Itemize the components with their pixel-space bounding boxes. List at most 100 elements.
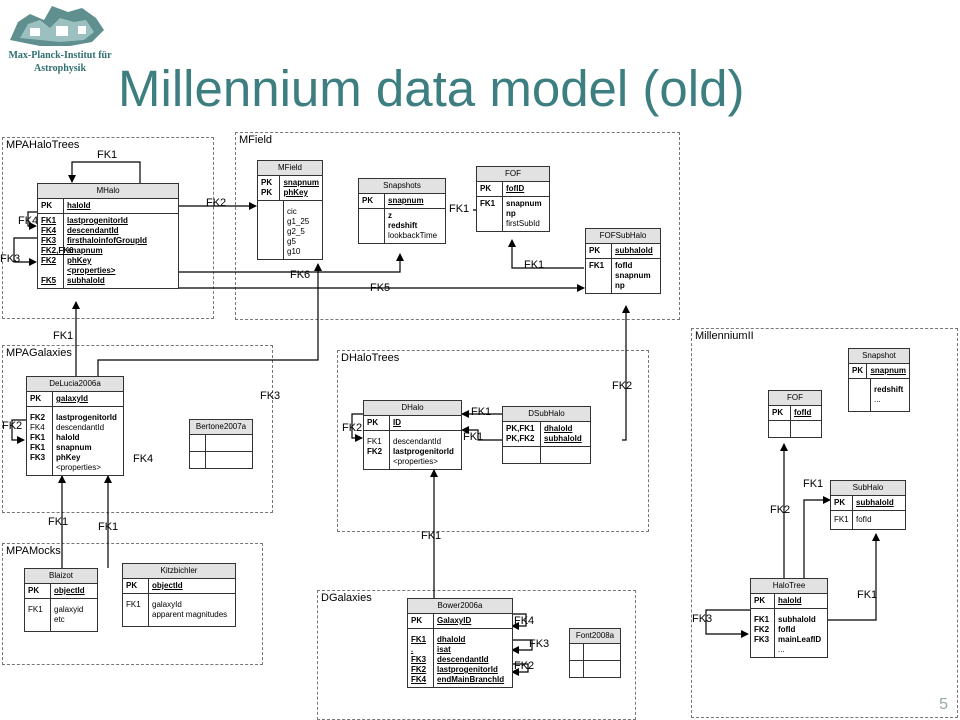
field: g1_25 (287, 217, 310, 226)
key: PK (411, 616, 423, 625)
key: PK (30, 394, 42, 403)
edge-label: FK1 (98, 521, 119, 533)
table-subhalo-mii: SubHalo PK subhaloId FK1 fofId (830, 480, 906, 530)
key: PK,FK1 (506, 424, 535, 433)
key: PK (261, 178, 273, 187)
table-bertone2007a: Bertone2007a (189, 419, 253, 469)
key: PK (852, 366, 864, 375)
field: snapnum (388, 196, 424, 205)
table-title: FOF (477, 167, 549, 182)
field: phKey (56, 453, 81, 462)
field: etc (54, 615, 65, 624)
field: GalaxyID (437, 616, 472, 625)
field: fofId (778, 625, 796, 634)
field: galaxyid (54, 605, 84, 614)
field: <properties> (67, 266, 116, 275)
key: PK (367, 418, 379, 427)
group-mfield: MField (235, 132, 680, 320)
field: galaxyId (152, 600, 182, 609)
key: FK1 (28, 605, 43, 614)
edge-label: FK2 (2, 420, 23, 432)
edge-label: FK2 (206, 197, 227, 209)
field: g2_5 (287, 227, 305, 236)
field: mainLeafID (778, 635, 822, 644)
field: phKey (67, 256, 92, 265)
edge-label: FK1 (524, 259, 545, 271)
edge-label: FK2 (770, 504, 791, 516)
key: FK3 (411, 655, 427, 664)
edge-label: FK2 (342, 422, 363, 434)
table-font2008a: Font2008a (569, 628, 621, 678)
field: redshift (388, 221, 418, 230)
field: subhaloId (856, 498, 894, 507)
edge-label: FK1 (53, 330, 74, 342)
key: PK (261, 188, 273, 197)
field: snapnum (283, 178, 319, 187)
edge-label: FK1 (421, 530, 442, 542)
field: descendantId (437, 655, 489, 664)
field: haloId (778, 596, 802, 605)
key: . (411, 645, 414, 654)
field: lookbackTime (388, 231, 438, 240)
key: FK3 (41, 236, 57, 245)
key: FK1 (30, 443, 46, 452)
table-title: Snapshots (359, 179, 445, 194)
field: lastprogenitorId (393, 447, 454, 456)
edge-label: FK2 (514, 660, 535, 672)
field: galaxyId (56, 394, 89, 403)
key: FK2,FK6 (41, 246, 74, 255)
table-snapshots: Snapshots PK snapnum z redshift lookback… (358, 178, 446, 244)
field: objectId (152, 581, 183, 590)
field: g5 (287, 237, 296, 246)
field: np (615, 281, 625, 290)
key: FK1 (367, 437, 382, 446)
field: fofId (615, 261, 633, 270)
group-label: DGalaxies (321, 592, 372, 604)
field: <properties> (393, 457, 438, 466)
table-bower2006a: Bower2006a PK GalaxyID FK1 . FK3 FK2 FK4… (407, 598, 513, 688)
table-mhalo: MHalo PK haloId FK1 FK4 FK3 FK2,FK6 FK2 … (37, 183, 179, 289)
key: FK1 (589, 261, 605, 270)
key: PK (589, 246, 601, 255)
key: PK (834, 498, 846, 507)
group-mpamocks: MPAMocks (2, 543, 263, 665)
group-label: MillenniumII (695, 330, 754, 342)
table-fof-mii: FOF PK fofId (768, 390, 822, 438)
field: firstSubId (506, 219, 540, 228)
edge-label: FK3 (0, 253, 21, 265)
key: FK2 (411, 665, 427, 674)
field: snapnum (870, 366, 906, 375)
key: FK5 (41, 276, 57, 285)
field: dhaloId (544, 424, 573, 433)
field: objectId (54, 586, 85, 595)
field: snapnum (615, 271, 651, 280)
key: PK (772, 408, 784, 417)
edge-label: FK1 (97, 149, 118, 161)
field: subhaloId (615, 246, 653, 255)
field: snapnum (67, 246, 103, 255)
key: FK2 (41, 256, 57, 265)
group-label: MPAGalaxies (6, 347, 72, 359)
edge-label: FK1 (48, 516, 69, 528)
key: FK1 (126, 600, 141, 609)
field: isat (437, 645, 451, 654)
edge-label: FK4 (514, 615, 535, 627)
key: FK3 (30, 453, 46, 462)
field: subhaloId (67, 276, 105, 285)
key: PK,FK2 (506, 434, 535, 443)
key: FK1 (834, 515, 849, 524)
key: PK (480, 184, 492, 193)
field: descendantId (393, 437, 442, 446)
key: FK1 (30, 433, 46, 442)
edge-label: FK1 (449, 203, 470, 215)
key: FK4 (411, 675, 427, 684)
edge-label: FK4 (133, 453, 154, 465)
field: lastprogenitorId (67, 216, 128, 225)
key: FK1 (754, 615, 770, 624)
key: PK (126, 581, 138, 590)
group-label: MPAHaloTrees (6, 139, 80, 151)
page-number: 5 (939, 696, 948, 713)
